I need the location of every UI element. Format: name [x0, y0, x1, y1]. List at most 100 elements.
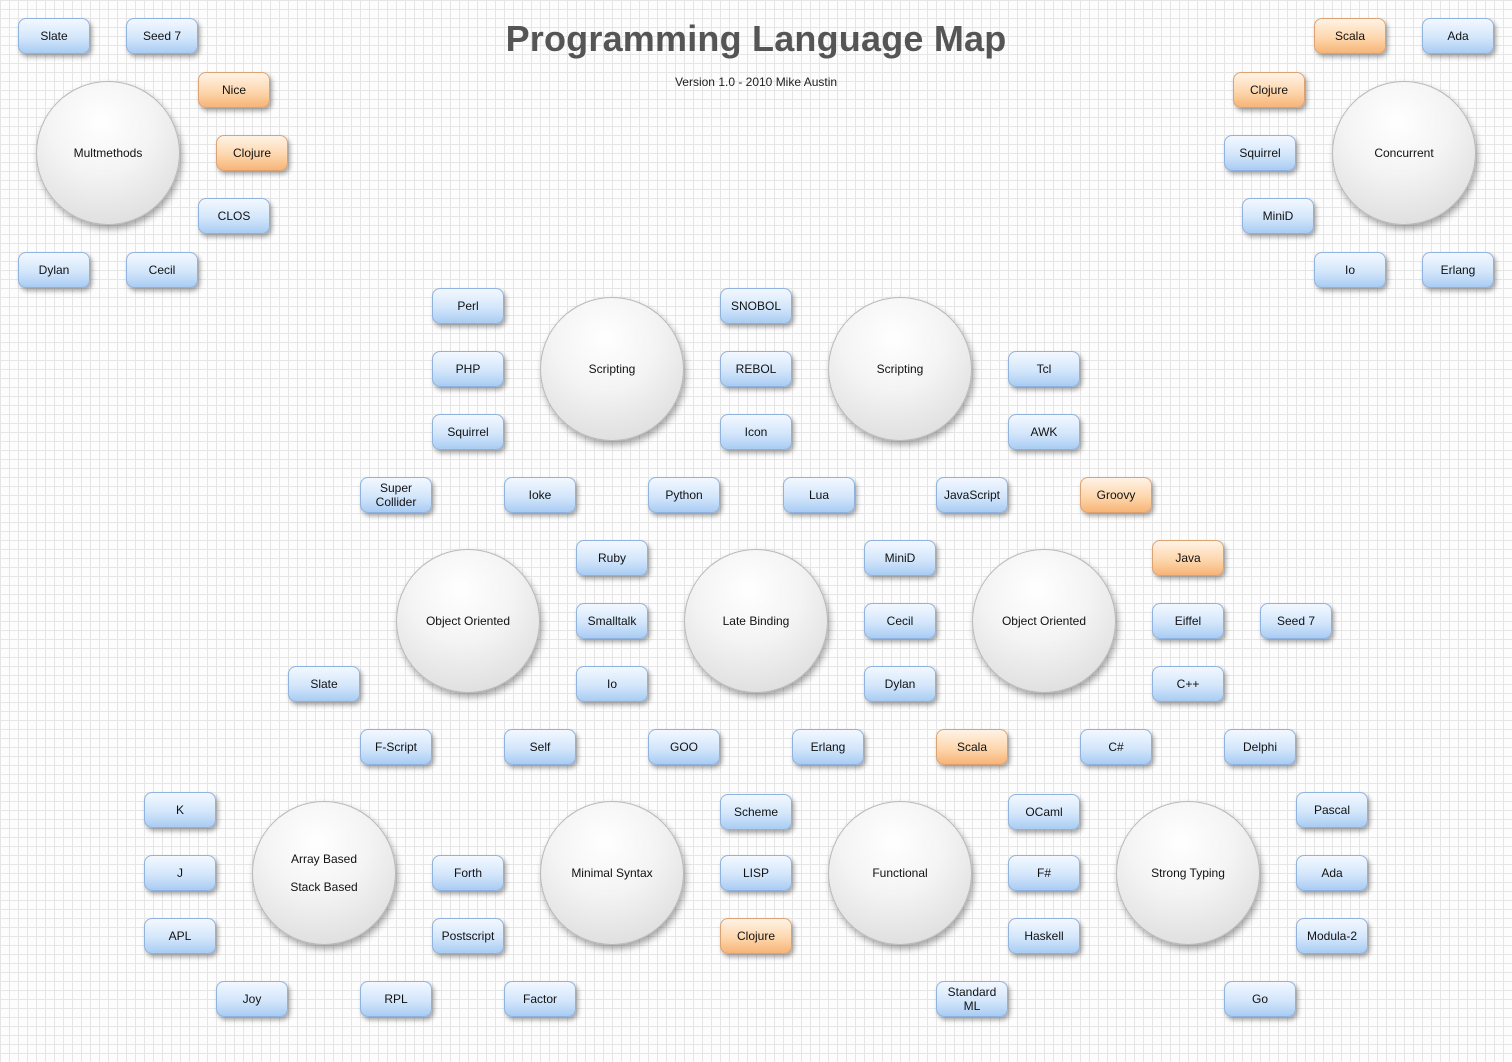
language-node-ocaml[interactable]: OCaml [1008, 794, 1080, 830]
language-node-dylan[interactable]: Dylan [18, 252, 90, 288]
language-label: LISP [742, 866, 769, 880]
language-node-clos[interactable]: CLOS [198, 198, 270, 234]
language-node-j[interactable]: J [144, 855, 216, 891]
language-label: Dylan [38, 263, 70, 277]
language-node-lua[interactable]: Lua [783, 477, 855, 513]
language-node-ada[interactable]: Ada [1422, 18, 1494, 54]
language-node-clojure[interactable]: Clojure [1233, 72, 1305, 108]
language-node-go[interactable]: Go [1224, 981, 1296, 1017]
language-node-seed-7[interactable]: Seed 7 [126, 18, 198, 54]
language-node-io[interactable]: Io [1314, 252, 1386, 288]
language-node-clojure[interactable]: Clojure [216, 135, 288, 171]
language-label: Super Collider [375, 481, 417, 509]
language-node-python[interactable]: Python [648, 477, 720, 513]
category-circle-object-oriented: Object Oriented [396, 549, 540, 693]
language-label: Modula-2 [1306, 929, 1358, 943]
language-label: Smalltalk [587, 614, 637, 628]
language-node-php[interactable]: PHP [432, 351, 504, 387]
language-node-minid[interactable]: MiniD [864, 540, 936, 576]
language-node-dylan[interactable]: Dylan [864, 666, 936, 702]
language-node-erlang[interactable]: Erlang [1422, 252, 1494, 288]
language-node-c[interactable]: C# [1080, 729, 1152, 765]
category-circle-scripting: Scripting [540, 297, 684, 441]
language-label: Groovy [1096, 488, 1136, 502]
language-label: Seed 7 [142, 29, 182, 43]
language-label: F-Script [375, 740, 417, 754]
language-node-ada[interactable]: Ada [1296, 855, 1368, 891]
language-label: F# [1036, 866, 1051, 880]
language-node-slate[interactable]: Slate [288, 666, 360, 702]
language-node-apl[interactable]: APL [144, 918, 216, 954]
language-node-modula-2[interactable]: Modula-2 [1296, 918, 1368, 954]
language-node-clojure[interactable]: Clojure [720, 918, 792, 954]
language-label: SNOBOL [730, 299, 781, 313]
category-circle-late-binding: Late Binding [684, 549, 828, 693]
language-node-minid[interactable]: MiniD [1242, 198, 1314, 234]
language-label: J [177, 866, 183, 880]
language-label: Go [1251, 992, 1268, 1006]
language-node-forth[interactable]: Forth [432, 855, 504, 891]
language-node-scheme[interactable]: Scheme [720, 794, 792, 830]
language-label: Erlang [810, 740, 846, 754]
language-node-cecil[interactable]: Cecil [126, 252, 198, 288]
language-node-java[interactable]: Java [1152, 540, 1224, 576]
language-node-icon[interactable]: Icon [720, 414, 792, 450]
language-node-factor[interactable]: Factor [504, 981, 576, 1017]
language-node-snobol[interactable]: SNOBOL [720, 288, 792, 324]
language-node-groovy[interactable]: Groovy [1080, 477, 1152, 513]
language-node-joy[interactable]: Joy [216, 981, 288, 1017]
language-node-slate[interactable]: Slate [18, 18, 90, 54]
language-label: Io [1344, 263, 1355, 277]
language-node-erlang[interactable]: Erlang [792, 729, 864, 765]
language-node-javascript[interactable]: JavaScript [936, 477, 1008, 513]
language-label: C# [1108, 740, 1124, 754]
language-node-eiffel[interactable]: Eiffel [1152, 603, 1224, 639]
language-node-perl[interactable]: Perl [432, 288, 504, 324]
language-node-smalltalk[interactable]: Smalltalk [576, 603, 648, 639]
language-label: Forth [453, 866, 482, 880]
language-label: Icon [744, 425, 768, 439]
language-node-scala[interactable]: Scala [1314, 18, 1386, 54]
language-node-f[interactable]: F# [1008, 855, 1080, 891]
language-node-ioke[interactable]: Ioke [504, 477, 576, 513]
language-node-k[interactable]: K [144, 792, 216, 828]
language-label: OCaml [1025, 805, 1063, 819]
language-node-seed-7[interactable]: Seed 7 [1260, 603, 1332, 639]
category-circle-minimal-syntax: Minimal Syntax [540, 801, 684, 945]
language-node-standard-ml[interactable]: Standard ML [936, 981, 1008, 1017]
language-node-scala[interactable]: Scala [936, 729, 1008, 765]
language-node-super-collider[interactable]: Super Collider [360, 477, 432, 513]
language-node-tcl[interactable]: Tcl [1008, 351, 1080, 387]
language-node-squirrel[interactable]: Squirrel [1224, 135, 1296, 171]
category-label: Strong Typing [1151, 866, 1225, 880]
language-node-haskell[interactable]: Haskell [1008, 918, 1080, 954]
language-node-postscript[interactable]: Postscript [432, 918, 504, 954]
language-label: Postscript [441, 929, 495, 943]
language-node-c[interactable]: C++ [1152, 666, 1224, 702]
language-label: Haskell [1024, 929, 1064, 943]
language-label: Clojure [1249, 83, 1288, 97]
language-node-io[interactable]: Io [576, 666, 648, 702]
language-label: Scala [1334, 29, 1366, 43]
language-node-delphi[interactable]: Delphi [1224, 729, 1296, 765]
language-node-f-script[interactable]: F-Script [360, 729, 432, 765]
language-label: Joy [242, 992, 262, 1006]
language-node-pascal[interactable]: Pascal [1296, 792, 1368, 828]
language-node-nice[interactable]: Nice [198, 72, 270, 108]
language-label: Java [1175, 551, 1201, 565]
language-label: GOO [669, 740, 698, 754]
language-node-ruby[interactable]: Ruby [576, 540, 648, 576]
language-node-lisp[interactable]: LISP [720, 855, 792, 891]
language-node-squirrel[interactable]: Squirrel [432, 414, 504, 450]
language-label: RPL [384, 992, 408, 1006]
language-node-rebol[interactable]: REBOL [720, 351, 792, 387]
language-node-goo[interactable]: GOO [648, 729, 720, 765]
language-node-self[interactable]: Self [504, 729, 576, 765]
language-label: Ada [1447, 29, 1469, 43]
language-node-rpl[interactable]: RPL [360, 981, 432, 1017]
language-node-awk[interactable]: AWK [1008, 414, 1080, 450]
language-label: Squirrel [1239, 146, 1281, 160]
language-label: MiniD [884, 551, 916, 565]
language-label: JavaScript [943, 488, 1001, 502]
language-node-cecil[interactable]: Cecil [864, 603, 936, 639]
